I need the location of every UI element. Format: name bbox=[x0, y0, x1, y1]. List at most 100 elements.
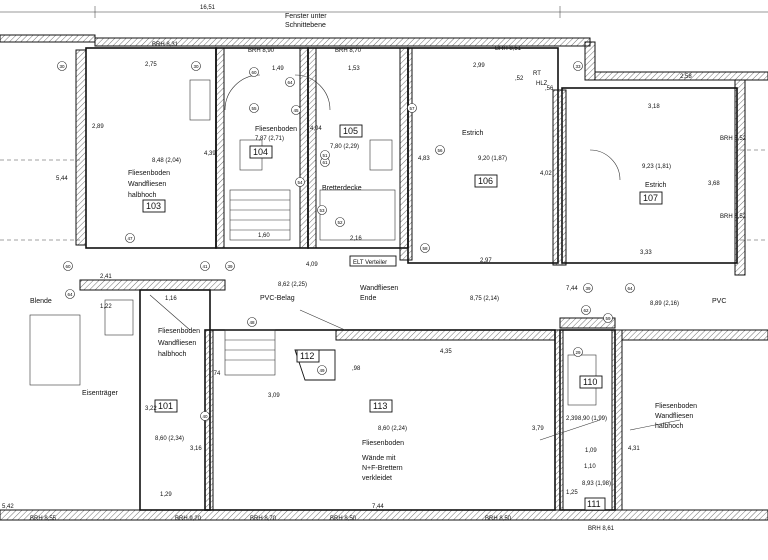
dim-113-h: 3,79 bbox=[532, 426, 544, 432]
marker-circle: 64 bbox=[285, 77, 295, 87]
dim-52: ,52 bbox=[515, 76, 524, 82]
marker-circle: 39 bbox=[225, 261, 235, 271]
dim-113-w: 4,35 bbox=[440, 349, 452, 355]
dim-129: 1,29 bbox=[160, 492, 172, 498]
marker-number: 62 bbox=[583, 308, 589, 313]
brh-6: BRH 8,70 bbox=[250, 516, 277, 522]
room-numbers: 103 104 105 106 107 112 101 113 110 111 bbox=[142, 124, 663, 511]
overall-width-dim: 16,51 bbox=[200, 5, 216, 11]
desc-105-1: Bretterdecke bbox=[322, 185, 362, 192]
marker-circle: 58 bbox=[420, 243, 430, 253]
right-note-3: halbhoch bbox=[655, 423, 684, 430]
area-105: 7,80 (2,29) bbox=[330, 144, 359, 150]
dim-104-h: 4,39 bbox=[204, 151, 216, 157]
brh-12: BRH 8,61 bbox=[588, 526, 615, 532]
dim-109: 1,09 bbox=[585, 448, 597, 454]
marker-number: 60 bbox=[251, 70, 257, 75]
marker-circle: 30 bbox=[191, 61, 201, 71]
dim-122: 1,22 bbox=[100, 304, 112, 310]
dim-98: ,98 bbox=[352, 366, 361, 372]
marker-circle: 60 bbox=[249, 67, 259, 77]
blende-label: Blende bbox=[30, 298, 52, 305]
dim-110b: 1,10 bbox=[584, 464, 596, 470]
marker-number: 61 bbox=[322, 160, 328, 165]
marker-number: 53 bbox=[319, 208, 325, 213]
marker-number: 49 bbox=[319, 368, 325, 373]
desc-103-1: Fliesenboden bbox=[128, 170, 170, 177]
dim-542: 5,42 bbox=[2, 504, 14, 510]
area-112: 8,62 (2,25) bbox=[278, 282, 307, 288]
room-no-113: 113 bbox=[373, 401, 387, 411]
rt-label: RT bbox=[533, 71, 541, 77]
room-no-110: 110 bbox=[583, 377, 597, 387]
marker-circle: 55 bbox=[249, 103, 259, 113]
marker-circle: 29 bbox=[573, 347, 583, 357]
desc-113-1: Fliesenboden bbox=[362, 440, 404, 447]
dim-103-h: 2,89 bbox=[92, 124, 104, 130]
room-no-111: 111 bbox=[587, 499, 601, 509]
room-walls bbox=[79, 47, 768, 511]
marker-circle: 52 bbox=[335, 217, 345, 227]
marker-number: 52 bbox=[337, 220, 343, 225]
dimensions: 2,75 1,49 1,53 2,99 3,18 2,58 2,89 4,39 … bbox=[2, 62, 720, 510]
dim-125: 1,25 bbox=[566, 490, 578, 496]
dim-106-b: 2,97 bbox=[480, 258, 492, 264]
dim-107-w: 3,18 bbox=[648, 104, 660, 110]
marker-number: 39 bbox=[585, 286, 591, 291]
dim-right: 2,58 bbox=[680, 74, 692, 80]
area-106: 9,20 (1,87) bbox=[478, 156, 507, 162]
marker-number: 41 bbox=[202, 264, 208, 269]
marker-circle: 56 bbox=[435, 145, 445, 155]
marker-number: 30 bbox=[193, 64, 199, 69]
room-texts: 8,48 (2,04) Fliesenboden Wandfliesen hal… bbox=[128, 126, 671, 487]
brh-1: BRH 8,31 bbox=[152, 42, 179, 48]
marker-circle: 59 bbox=[603, 313, 613, 323]
marker-circle: 39 bbox=[583, 283, 593, 293]
marker-circle: 57 bbox=[407, 103, 417, 113]
room-no-112: 112 bbox=[300, 351, 314, 361]
dim-106-w: 2,99 bbox=[473, 63, 485, 69]
right-note-1: Fliesenboden bbox=[655, 403, 697, 410]
marker-circle: 48 bbox=[247, 317, 257, 327]
marker-number: 64 bbox=[287, 80, 293, 85]
area-104: 7,87 (2,71) bbox=[255, 136, 284, 142]
marker-number: 55 bbox=[251, 106, 257, 111]
desc-112-1: PVC-Belag bbox=[260, 295, 295, 302]
marker-number: 40 bbox=[202, 414, 208, 419]
top-dimension: 16,51 Fenster unter Schnittebene bbox=[0, 5, 768, 29]
dim-104-w: 1,49 bbox=[272, 66, 284, 72]
marker-circle: 60 bbox=[63, 261, 73, 271]
marker-circle: 47 bbox=[125, 233, 135, 243]
marker-circle: 64 bbox=[625, 283, 635, 293]
parapet-labels: BRH 8,31 BRH 8,90 BRH 8,70 BRH 8,51 BRH … bbox=[30, 42, 747, 532]
desc-103-2: Wandfliesen bbox=[128, 181, 166, 188]
dim-309: 3,09 bbox=[268, 393, 280, 399]
marker-number: 30 bbox=[59, 64, 65, 69]
corridor-area: 8,75 (2,14) bbox=[470, 296, 499, 302]
marker-circle: 62 bbox=[581, 305, 591, 315]
brh-2: BRH 8,90 bbox=[248, 48, 275, 54]
marker-number: 39 bbox=[227, 264, 233, 269]
dim-322: 3,22 bbox=[145, 406, 157, 412]
desc-113-4: verkleidet bbox=[362, 475, 392, 482]
marker-circle: 64 bbox=[65, 289, 75, 299]
area-103: 8,48 (2,04) bbox=[152, 158, 181, 164]
dim-105-b: 2,16 bbox=[350, 236, 362, 242]
marker-number: 54 bbox=[297, 180, 303, 185]
dim-116: 1,16 bbox=[165, 296, 177, 302]
marker-circle: 45 bbox=[291, 105, 301, 115]
dim-431: 4,31 bbox=[628, 446, 640, 452]
dim-corr: 4,09 bbox=[306, 262, 318, 268]
dim-241: 2,41 bbox=[100, 274, 112, 280]
desc-106-1: Estrich bbox=[462, 130, 484, 137]
dim-107-h: 3,68 bbox=[708, 181, 720, 187]
marker-circle: 30 bbox=[57, 61, 67, 71]
marker-circle: 54 bbox=[295, 177, 305, 187]
area-107: 9,23 (1,81) bbox=[642, 164, 671, 170]
desc-113-3: N+F-Brettern bbox=[362, 465, 403, 472]
wandfliesen-ende-1: Wandfliesen bbox=[360, 285, 398, 292]
area-113: 8,60 (2,24) bbox=[378, 426, 407, 432]
brh-8: BRH 8,52 bbox=[720, 214, 747, 220]
